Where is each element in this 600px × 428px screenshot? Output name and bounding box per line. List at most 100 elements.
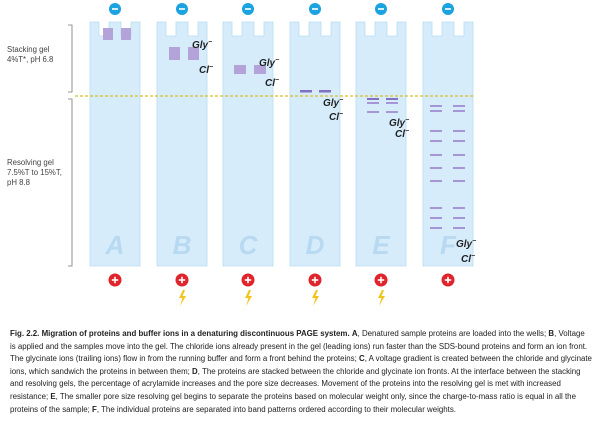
caption-text-f: The individual proteins are separated in…: [101, 404, 456, 414]
gel-body: [355, 21, 407, 267]
glycine-ion-label-charge: −: [472, 238, 476, 245]
resolving-gel-label-line: pH 8.8: [7, 178, 30, 187]
protein-band: [453, 167, 465, 169]
resolving-gel-label: Resolving gel 7.5%T to 15%T, pH 8.8: [7, 158, 62, 188]
protein-band: [430, 140, 442, 142]
glycine-ion-label: Gly−: [192, 39, 212, 51]
gel-letter: B: [173, 230, 192, 260]
minus-sign: [445, 8, 451, 10]
protein-band: [453, 105, 465, 107]
protein-band: [367, 102, 379, 104]
protein-band: [453, 130, 465, 132]
caption-key-c: C: [359, 354, 365, 364]
gel-body: [422, 21, 474, 267]
protein-sample: [234, 65, 246, 74]
caption-text-c: A voltage gradient is created between th…: [10, 354, 592, 376]
gel-body: [156, 21, 208, 267]
lightning-bolt-icon: [312, 290, 319, 306]
caption-title: Migration of proteins and buffer ions in…: [41, 329, 350, 338]
gel-letter: A: [105, 230, 125, 260]
glycine-ion-label-charge: −: [208, 39, 212, 46]
plus-sign: [314, 276, 316, 284]
protein-band: [386, 102, 398, 104]
gel-b: B: [156, 3, 208, 306]
plus-sign: [247, 276, 249, 284]
gel-letter: D: [306, 230, 325, 260]
protein-band: [430, 227, 442, 229]
caption-key-b: B: [548, 329, 555, 338]
stacking-gel-bracket: [68, 24, 73, 93]
chloride-ion-label-charge: −: [471, 253, 475, 260]
protein-sample: [121, 28, 131, 40]
protein-band: [453, 207, 465, 209]
protein-band: [453, 154, 465, 156]
caption-key-e: E: [50, 391, 56, 401]
protein-band: [367, 98, 379, 100]
stacking-gel-label: Stacking gel 4%T*, pH 6.8: [7, 45, 53, 65]
lightning-bolt-icon: [378, 290, 385, 306]
glycine-ion-label-charge: −: [405, 117, 409, 124]
protein-band: [430, 180, 442, 182]
stacking-gel-label-line: 4%T*, pH 6.8: [7, 55, 54, 64]
chloride-ion-label: Cl−: [199, 64, 213, 76]
stacking-gel-label-line: Stacking gel: [7, 45, 50, 54]
gel-e: E: [355, 3, 407, 306]
chloride-ion-label: Cl−: [395, 128, 409, 140]
protein-sample: [103, 28, 113, 40]
caption-paragraph: Fig. 2.2. Migration of proteins and buff…: [10, 329, 592, 414]
lightning-bolt-icon: [179, 290, 186, 306]
figure-caption: Fig. 2.2. Migration of proteins and buff…: [10, 328, 592, 416]
glycine-ion-label: Gly−: [456, 238, 476, 250]
chloride-ion-label-charge: −: [339, 111, 343, 118]
resolving-gel-bracket: [68, 98, 73, 267]
gel-d: D: [289, 3, 341, 306]
chloride-ion-label: Cl−: [265, 77, 279, 89]
protein-band: [453, 140, 465, 142]
protein-band: [430, 207, 442, 209]
gel-letter: C: [239, 230, 259, 260]
protein-band: [430, 105, 442, 107]
gel-body: [289, 21, 341, 267]
chloride-ion-label: Cl−: [329, 111, 343, 123]
gel-a: A: [89, 3, 141, 287]
protein-band: [319, 90, 331, 93]
protein-sample: [169, 47, 180, 60]
minus-sign: [312, 8, 318, 10]
caption-text-b: Voltage is applied and the samples move …: [10, 329, 588, 364]
resolving-gel-label-line: Resolving gel: [7, 158, 54, 167]
glycine-ion-label-charge: −: [275, 57, 279, 64]
caption-text-d: The proteins are stacked between the chl…: [10, 366, 581, 401]
caption-key-f: F: [92, 404, 97, 414]
plus-sign: [447, 276, 449, 284]
minus-sign: [245, 8, 251, 10]
chloride-ion-label-charge: −: [405, 128, 409, 135]
protein-band: [430, 110, 442, 112]
protein-band: [386, 111, 398, 113]
minus-sign: [179, 8, 185, 10]
protein-band: [430, 167, 442, 169]
plus-sign: [181, 276, 183, 284]
caption-key-d: D: [192, 366, 198, 376]
protein-band: [453, 180, 465, 182]
protein-band: [430, 154, 442, 156]
protein-band: [453, 217, 465, 219]
caption-key-a: A: [351, 329, 358, 338]
plus-sign: [114, 276, 116, 284]
protein-band: [386, 98, 398, 100]
minus-sign: [378, 8, 384, 10]
gel-f: F: [422, 3, 474, 287]
protein-band: [430, 130, 442, 132]
chloride-ion-label-charge: −: [209, 64, 213, 71]
caption-text-a: Denatured sample proteins are loaded int…: [361, 329, 547, 338]
chloride-ion-label-charge: −: [275, 77, 279, 84]
protein-sample: [188, 47, 199, 60]
protein-band: [367, 111, 379, 113]
caption-text-e: The smaller pore size resolving gel begi…: [10, 391, 576, 414]
protein-band: [300, 90, 312, 93]
plus-sign: [380, 276, 382, 284]
gel-body: [222, 21, 274, 267]
glycine-ion-label: Gly−: [323, 97, 343, 109]
gel-c: C: [222, 3, 274, 306]
resolving-gel-label-line: 7.5%T to 15%T,: [7, 168, 62, 177]
